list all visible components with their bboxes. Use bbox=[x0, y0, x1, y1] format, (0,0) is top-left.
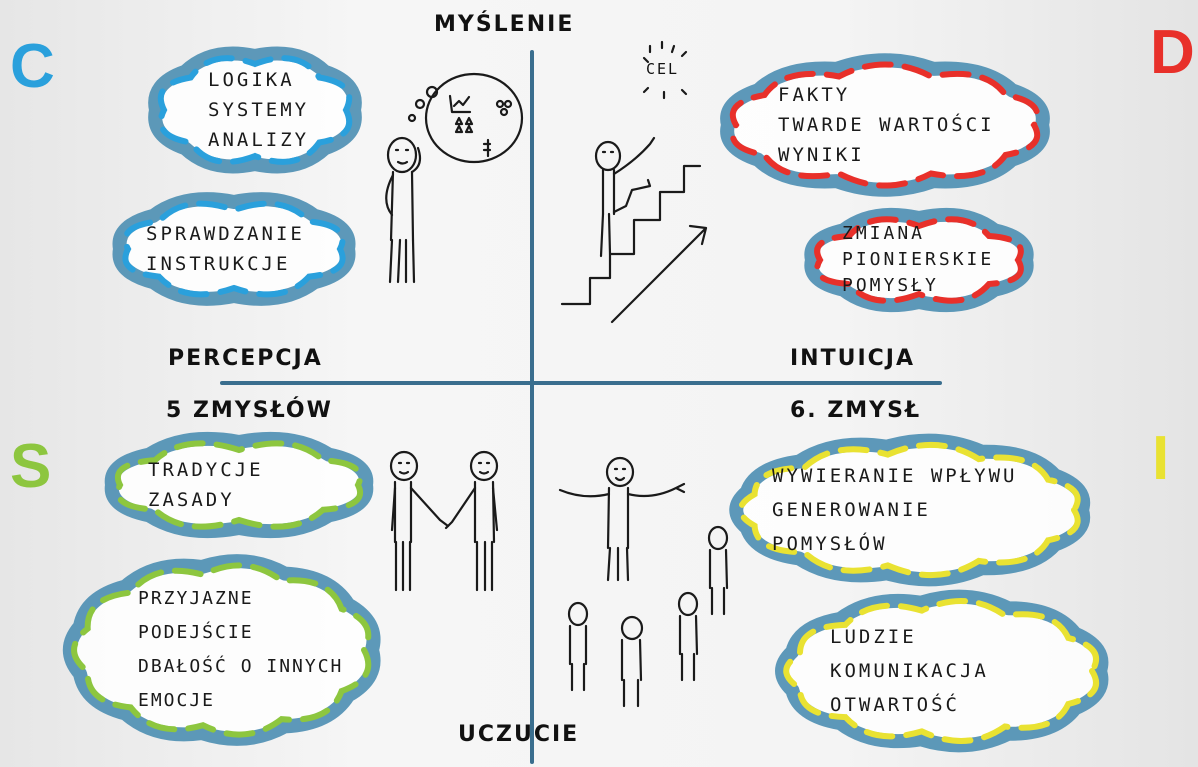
cloud-i-2: LUDZIE KOMUNIKACJA OTWARTOŚĆ bbox=[770, 586, 1116, 756]
cloud-s-1: TRADYCJE ZASADY bbox=[96, 426, 382, 544]
goal-climber-icon bbox=[560, 40, 708, 324]
quadrant-letter-i: I bbox=[1152, 424, 1170, 493]
cloud-i-1-text: WYWIERANIE WPŁYWU GENEROWANIE POMYSŁÓW bbox=[772, 465, 1018, 555]
cloud-s-1-outline bbox=[104, 431, 374, 539]
cloud-s-2-text: PRZYJAZNE PODEJŚCIE DBAŁOŚĆ O INNYCH EMO… bbox=[138, 588, 344, 711]
cloud-i-1-outline bbox=[729, 433, 1091, 587]
cloud-s-2-outline bbox=[62, 554, 381, 746]
axis-label-left: PERCEPCJA bbox=[168, 346, 323, 371]
cloud-s-1-text: TRADYCJE ZASADY bbox=[148, 459, 264, 511]
cloud-c-1-outline bbox=[148, 46, 362, 174]
cloud-i-1: WYWIERANIE WPŁYWU GENEROWANIE POMYSŁÓW bbox=[724, 430, 1098, 590]
cloud-d-1-outline bbox=[720, 53, 1050, 197]
axis-label-left-sub: 5 ZMYSŁÓW bbox=[166, 398, 333, 423]
speaker-audience-icon bbox=[558, 456, 729, 708]
cloud-d-2-outline bbox=[804, 207, 1034, 313]
cloud-i-2-text: LUDZIE KOMUNIKACJA OTWARTOŚĆ bbox=[830, 626, 989, 716]
thinking-figure-icon bbox=[385, 72, 524, 284]
cloud-c-2-outline bbox=[112, 192, 356, 306]
cloud-d-2: ZMIANA PIONIERSKIE POMYSŁY bbox=[796, 202, 1042, 318]
cloud-c-1-text: LOGIKA SYSTEMY ANALIZY bbox=[208, 69, 310, 151]
axis-label-right-sub: 6. ZMYSŁ bbox=[790, 398, 922, 423]
axis-label-top: MYŚLENIE bbox=[434, 12, 575, 37]
cloud-s-2: PRZYJAZNE PODEJŚCIE DBAŁOŚĆ O INNYCH EMO… bbox=[58, 550, 388, 750]
goal-label: CEL bbox=[646, 60, 680, 78]
quadrant-letter-c: C bbox=[10, 32, 55, 101]
cloud-d-2-text: ZMIANA PIONIERSKIE POMYSŁY bbox=[842, 223, 995, 296]
quadrant-letter-d: D bbox=[1150, 18, 1195, 87]
cloud-c-1: LOGIKA SYSTEMY ANALIZY bbox=[140, 40, 370, 180]
cloud-i-2-outline bbox=[775, 589, 1109, 753]
cloud-c-2: SPRAWDZANIE INSTRUKCJE bbox=[104, 186, 364, 312]
cloud-d-1-text: FAKTY TWARDE WARTOŚCI WYNIKI bbox=[778, 84, 995, 166]
axis-label-right: INTUICJA bbox=[790, 346, 916, 371]
handshake-figures-icon bbox=[389, 450, 499, 592]
cloud-d-1: FAKTY TWARDE WARTOŚCI WYNIKI bbox=[712, 50, 1058, 200]
quadrant-letter-s: S bbox=[10, 432, 52, 501]
axis-label-bottom: UCZUCIE bbox=[458, 722, 580, 747]
cloud-c-2-text: SPRAWDZANIE INSTRUKCJE bbox=[146, 223, 305, 275]
